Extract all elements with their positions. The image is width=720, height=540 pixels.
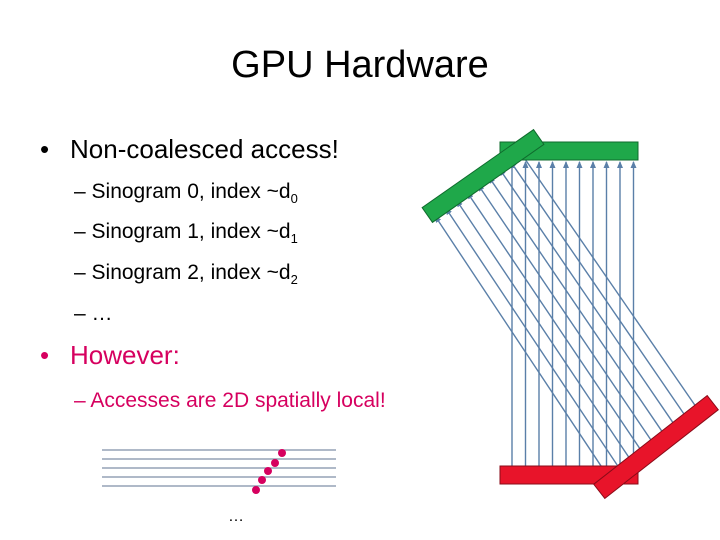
rotated-top-detector-bar — [421, 128, 545, 224]
subitem-text: Sinogram 0, index ~d — [91, 180, 291, 203]
subitem-text: Sinogram 1, index ~d — [91, 220, 291, 243]
slanted-ray — [456, 199, 630, 458]
subscript: 2 — [290, 272, 298, 288]
bullet-text: Non-coalesced access! — [70, 134, 339, 164]
access-dot — [278, 449, 286, 457]
slanted-ray — [445, 207, 618, 466]
dash-glyph: – — [74, 180, 86, 203]
slanted-ray — [520, 152, 698, 409]
dash-glyph: – — [74, 261, 86, 284]
subscript: 1 — [290, 231, 298, 247]
bullet-glyph: • — [40, 340, 50, 370]
subitem-text: … — [91, 302, 113, 325]
slanted-ray — [434, 215, 607, 474]
subitem-text: Sinogram 2, index ~d — [91, 261, 291, 284]
slide-title: GPU Hardware — [231, 44, 489, 86]
subitem-sinogram-1: – Sinogram 1, index ~d1 — [74, 220, 298, 246]
slanted-ray — [466, 191, 641, 450]
dash-glyph: – — [74, 220, 86, 243]
subitem-sinogram-0: – Sinogram 0, index ~d0 — [74, 180, 298, 206]
slanted-ray — [499, 168, 675, 425]
subitem-spatially-local: – Accesses are 2D spatially local! — [74, 389, 386, 413]
access-dot — [258, 476, 266, 484]
dash-glyph: – — [74, 302, 86, 325]
slanted-rays — [434, 152, 698, 474]
subitem-sinogram-2: – Sinogram 2, index ~d2 — [74, 261, 298, 287]
bullet-glyph: • — [40, 134, 50, 164]
grid-ellipsis: … — [228, 508, 244, 525]
bullet-text: However: — [70, 340, 180, 370]
subitem-text: Accesses are 2D spatially local! — [90, 389, 386, 412]
dash-glyph: – — [74, 389, 86, 412]
bullet-non-coalesced: • Non-coalesced access! — [40, 134, 339, 165]
access-dot — [271, 459, 279, 467]
access-dot — [264, 467, 272, 475]
vertical-rays — [509, 161, 637, 466]
rotated-bottom-detector-bar — [593, 394, 719, 500]
slanted-ray — [477, 184, 652, 441]
subitem-ellipsis: – … — [74, 302, 113, 326]
slanted-ray — [488, 176, 664, 433]
bullet-however: • However: — [40, 340, 180, 371]
access-dot — [252, 486, 260, 494]
memory-grid — [102, 449, 336, 487]
subscript: 0 — [290, 191, 298, 207]
access-dots — [252, 449, 286, 494]
slanted-ray — [510, 160, 686, 417]
